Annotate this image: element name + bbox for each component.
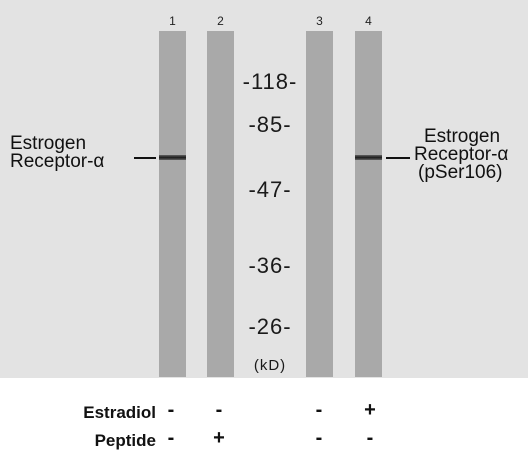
estradiol-sign-lane-4: + [364,399,376,421]
estradiol-sign-lane-3: - [315,399,323,421]
protein-band-lane-4 [355,155,382,160]
right-label-line-3: (pSer106) [418,162,503,183]
left-label-pointer [134,157,156,159]
marker-unit: (kD) [253,357,287,374]
marker-36: -36- [248,253,292,278]
peptide-sign-lane-3: - [315,427,323,449]
estradiol-sign-lane-1: - [167,399,175,421]
marker-85: -85- [248,112,292,137]
western-blot-panel: 1 2 3 4 -118- -85- -47- -36- -26- (kD) E… [0,0,528,378]
left-band-label: Estrogen Receptor-α [10,133,105,172]
blot-lane-3 [306,31,333,377]
lane-number-1: 1 [169,14,176,28]
marker-47: -47- [248,177,292,202]
blot-lane-2 [207,31,234,377]
condition-label-peptide: Peptide [94,431,156,450]
peptide-sign-lane-4: - [366,427,374,449]
marker-118: -118- [242,69,298,94]
right-label-line-2: Receptor-α [414,144,509,165]
protein-band-lane-1 [159,155,186,160]
peptide-sign-lane-1: - [167,427,175,449]
lane-number-4: 4 [365,14,372,28]
blot-lane-1 [159,31,186,377]
blot-lane-4 [355,31,382,377]
right-band-label: Estrogen Receptor-α (pSer106) [414,126,509,183]
right-label-pointer [386,157,410,159]
lane-number-2: 2 [217,14,224,28]
peptide-sign-lane-2: + [213,427,225,449]
lane-number-3: 3 [316,14,323,28]
left-label-line-2: Receptor-α [10,151,105,172]
marker-26: -26- [248,314,292,339]
estradiol-sign-lane-2: - [215,399,223,421]
right-label-line-1: Estrogen [424,126,501,147]
left-label-line-1: Estrogen [10,133,87,154]
condition-label-estradiol: Estradiol [83,403,156,422]
